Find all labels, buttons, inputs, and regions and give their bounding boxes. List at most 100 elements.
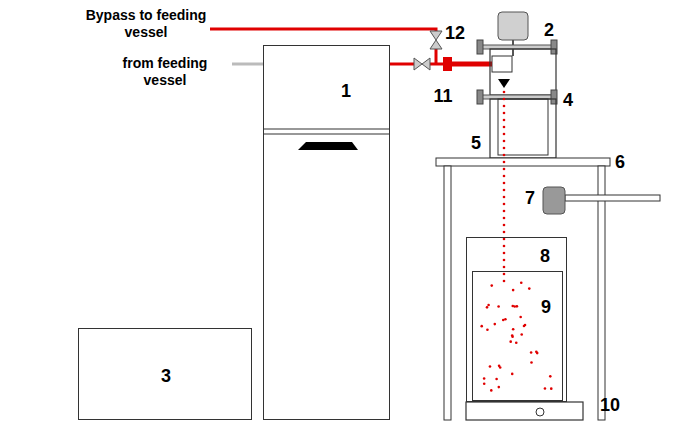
droplet: [519, 316, 522, 319]
droplet: [503, 280, 506, 283]
bypass-line: [210, 29, 436, 31]
droplet: [480, 325, 483, 328]
stirrer-base: [466, 402, 583, 420]
droplet: [511, 334, 514, 337]
callout-number: 11: [433, 86, 452, 107]
pump-unit: 3: [78, 328, 252, 420]
droplet: [503, 182, 506, 185]
droplet: [503, 224, 506, 227]
callout-number: 5: [471, 133, 481, 154]
droplet: [503, 112, 506, 115]
droplet: [497, 305, 500, 308]
droplet: [503, 126, 506, 129]
spray-tower-inner: [498, 99, 548, 155]
droplet: [503, 175, 506, 178]
sensor: [543, 187, 565, 214]
droplet: [515, 342, 518, 345]
outlet-line: [430, 63, 443, 66]
callout-number: 2: [544, 20, 554, 41]
droplet: [544, 387, 547, 390]
droplet: [503, 168, 506, 171]
clamp: [477, 40, 483, 54]
droplet: [520, 333, 523, 336]
droplet: [495, 378, 498, 381]
droplet: [503, 196, 506, 199]
line-label: Bypass to feeding vessel: [85, 7, 207, 41]
callout-number: 10: [600, 395, 620, 416]
clamp: [477, 90, 483, 104]
droplet: [489, 365, 492, 368]
callout-number: 6: [615, 152, 625, 173]
red-fitting: [443, 57, 452, 71]
stirrer-knob: [536, 408, 544, 416]
door-divider: [263, 133, 390, 134]
droplet: [503, 189, 506, 192]
door-divider: [263, 128, 390, 129]
spray-tower: [490, 99, 556, 158]
droplet: [530, 361, 533, 364]
droplet: [528, 287, 531, 290]
droplet: [502, 319, 505, 322]
callout-number: 7: [525, 188, 535, 209]
droplet: [512, 289, 515, 292]
droplet: [503, 91, 506, 94]
droplet: [486, 306, 489, 309]
droplet: [511, 373, 514, 376]
callout-number: 12: [445, 23, 465, 44]
callout-number: 3: [161, 366, 171, 387]
droplet: [520, 281, 523, 284]
droplet: [503, 252, 506, 255]
valve-symbol: [422, 58, 430, 70]
cooling-unit: 1: [263, 45, 390, 420]
sensor-rod: [565, 195, 660, 201]
valve-symbol: [414, 58, 422, 70]
table-leg: [444, 166, 451, 420]
droplet: [503, 119, 506, 122]
droplet: [503, 245, 506, 248]
droplet: [503, 203, 506, 206]
droplet: [503, 154, 506, 157]
callout-number: 8: [540, 246, 550, 267]
droplet: [503, 140, 506, 143]
droplet: [483, 377, 486, 380]
droplets: [480, 91, 552, 392]
droplet: [509, 340, 512, 343]
droplet: [503, 273, 506, 276]
callout-number: 4: [563, 90, 573, 111]
droplet: [503, 147, 506, 150]
line-label: from feeding vessel: [110, 55, 220, 89]
droplet: [503, 105, 506, 108]
droplet: [513, 305, 516, 308]
droplet: [483, 382, 486, 385]
droplet: [498, 386, 501, 389]
droplet: [503, 161, 506, 164]
valve-symbol: [430, 40, 442, 49]
spray-arrow: [498, 79, 510, 88]
feed-line: [232, 63, 263, 66]
droplet: [512, 328, 515, 331]
droplet: [503, 133, 506, 136]
droplet: [503, 266, 506, 269]
droplet: [503, 231, 506, 234]
droplet: [503, 217, 506, 220]
motor: [498, 12, 528, 40]
collection-vessel: 89: [466, 237, 567, 402]
door-handle: [298, 142, 358, 150]
liquid-bath: 9: [472, 271, 563, 401]
valve-symbol: [430, 31, 442, 40]
droplet: [498, 365, 501, 368]
droplet: [490, 389, 493, 392]
nozzle-housing: [490, 49, 556, 95]
droplet: [486, 328, 489, 331]
droplet: [535, 350, 538, 353]
outlet-line: [452, 62, 492, 67]
table-top: [436, 158, 610, 166]
droplet: [549, 375, 552, 378]
droplet: [503, 210, 506, 213]
outlet-line: [390, 63, 414, 66]
droplet: [530, 351, 533, 354]
callout-number: 9: [541, 297, 551, 318]
